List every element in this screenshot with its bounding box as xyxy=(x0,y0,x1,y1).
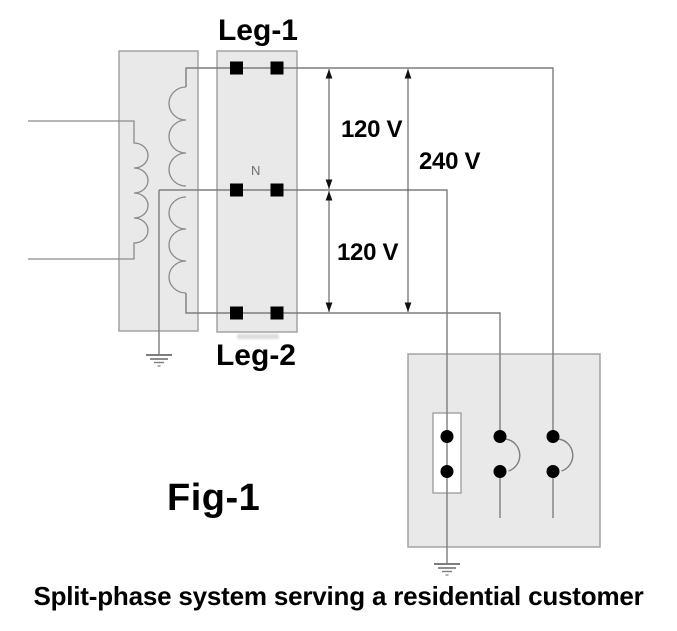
arrowhead-icon xyxy=(325,302,333,312)
upper-120v-label: 120 V xyxy=(341,116,403,143)
leg2-terminal xyxy=(230,306,243,320)
ground-icon xyxy=(146,354,172,367)
service-panel-terminals xyxy=(230,61,284,320)
secondary-winding-upper-icon xyxy=(168,86,187,187)
lower-120v-label: 120 V xyxy=(337,239,399,266)
leg1-terminal xyxy=(230,61,243,75)
dimension-120v-lower xyxy=(325,191,333,312)
arrowhead-icon xyxy=(325,179,333,189)
neutral-terminal xyxy=(230,183,243,197)
arrowhead-icon xyxy=(404,69,412,79)
service-panel-housing xyxy=(216,50,298,333)
leg1-terminal xyxy=(270,61,284,75)
dimension-240v xyxy=(404,69,412,312)
figure-number: Fig-1 xyxy=(167,477,261,519)
leg2-terminal xyxy=(270,306,284,320)
leg1-label: Leg-1 xyxy=(217,14,298,47)
ground-icon xyxy=(434,563,460,576)
switch2-contact-dot xyxy=(546,430,560,443)
figure-caption: Split-phase system serving a residential… xyxy=(33,581,644,611)
neutral-label: N xyxy=(251,163,261,178)
switch-arc-icon xyxy=(558,438,574,472)
primary-winding-icon xyxy=(28,120,149,260)
leg2-label: Leg-2 xyxy=(215,339,296,372)
arrowhead-icon xyxy=(325,69,333,79)
customer-load-center xyxy=(440,430,574,478)
faded-print-artifact xyxy=(237,334,279,339)
utility-transformer xyxy=(28,86,187,294)
neutral-contact-dot xyxy=(440,430,454,443)
leg2-hot-wire xyxy=(185,293,501,436)
switch2-contact-dot xyxy=(546,465,560,478)
neutral-terminal xyxy=(270,183,284,197)
switch1-contact-dot xyxy=(493,465,507,478)
neutral-contact-dot xyxy=(440,465,454,478)
leg1-hot-wire xyxy=(185,67,554,436)
switch1-contact-dot xyxy=(493,430,507,443)
240v-label: 240 V xyxy=(419,148,481,175)
dimension-120v-upper xyxy=(325,69,333,189)
secondary-winding-lower-icon xyxy=(168,196,187,294)
arrowhead-icon xyxy=(325,191,333,201)
arrowhead-icon xyxy=(404,302,412,312)
switch-arc-icon xyxy=(505,438,521,472)
